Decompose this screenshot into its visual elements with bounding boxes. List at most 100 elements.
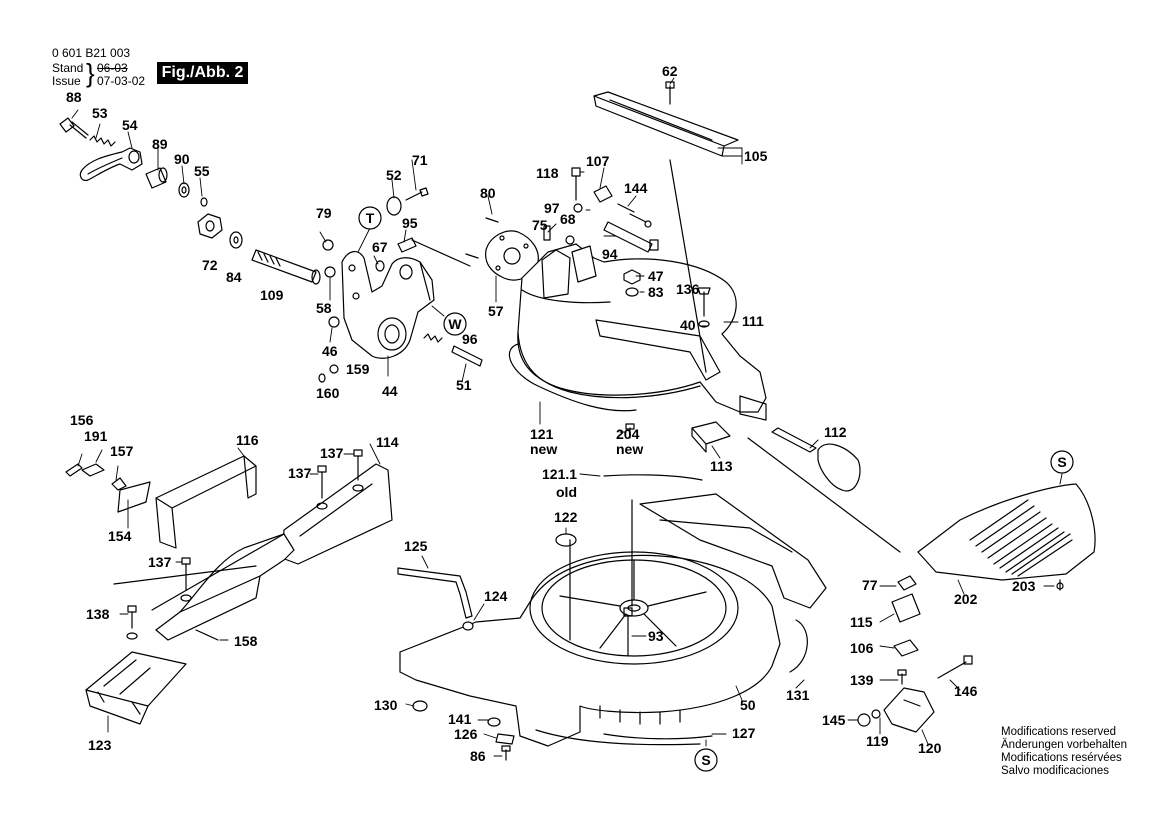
part-label: 72 [202, 257, 218, 273]
part-label: 146 [954, 683, 978, 699]
part-label: 52 [386, 167, 402, 183]
callout-label: S [1057, 454, 1066, 470]
part-label: 95 [402, 215, 418, 231]
part-label: 46 [322, 343, 338, 359]
part-label: 106 [850, 640, 874, 656]
part-label: 122 [554, 509, 578, 525]
part-label: 83 [648, 284, 664, 300]
part-label: 137 [320, 445, 344, 461]
notice-line: Änderungen vorbehalten [1001, 739, 1127, 751]
part-label: 89 [152, 136, 168, 152]
part-label: 96 [462, 331, 478, 347]
part-number: 0 601 B21 003 [52, 46, 131, 60]
part-label: 127 [732, 725, 756, 741]
part-label: 120 [918, 740, 942, 756]
part-label: 94 [602, 246, 618, 262]
issue-label: Issue [52, 74, 81, 88]
part-label: 50 [740, 697, 756, 713]
part-label: old [556, 484, 577, 500]
part-label: 67 [372, 239, 388, 255]
issue-date: 07-03-02 [97, 74, 146, 88]
part-label: 58 [316, 300, 332, 316]
part-label: 119 [866, 733, 889, 749]
part-label: 55 [194, 163, 210, 179]
part-label: new [530, 441, 557, 457]
part-label: 109 [260, 287, 284, 303]
part-label: 154 [108, 528, 132, 544]
brace-glyph: } [86, 58, 95, 88]
part-label: 93 [648, 628, 664, 644]
part-label: 121.1 [542, 466, 577, 482]
part-label: 145 [822, 712, 846, 728]
part-label: 105 [744, 148, 768, 164]
part-label: 137 [148, 554, 172, 570]
callout-label: W [448, 316, 462, 332]
callout-circle [358, 206, 382, 230]
stand-date: 06-03 [97, 61, 128, 75]
part-label: 51 [456, 377, 472, 393]
part-label: 115 [850, 614, 873, 630]
part-label: 144 [624, 180, 648, 196]
part-label: 68 [560, 211, 576, 227]
part-label: 203 [1012, 578, 1036, 594]
part-label: 97 [544, 200, 560, 216]
part-label: 123 [88, 737, 112, 753]
part-label: 62 [662, 63, 678, 79]
part-label: 57 [488, 303, 504, 319]
part-label: 204 [616, 426, 640, 442]
part-label: 131 [786, 687, 810, 703]
part-label: 159 [346, 361, 370, 377]
part-label: 139 [850, 672, 874, 688]
part-label: 137 [288, 465, 312, 481]
notice-line: Modifications reserved [1001, 726, 1117, 738]
part-label: 126 [454, 726, 478, 742]
part-label: 124 [484, 588, 508, 604]
part-label: 77 [862, 577, 878, 593]
part-label: 80 [480, 185, 496, 201]
figure-label: Fig./Abb. 2 [157, 62, 248, 84]
part-label: 53 [92, 105, 108, 121]
part-label: 54 [122, 117, 138, 133]
cover-slots [969, 499, 1073, 577]
callout-circle [694, 748, 718, 772]
part-label: 156 [70, 412, 94, 428]
part-label: 113 [710, 458, 733, 474]
stand-label: Stand [52, 61, 84, 75]
part-label: 75 [532, 217, 548, 233]
part-label: 40 [680, 317, 696, 333]
part-label: 202 [954, 591, 978, 607]
part-label: 47 [648, 268, 664, 284]
notice-line: Modifications resérvées [1001, 752, 1122, 764]
callout-label: T [366, 210, 375, 226]
modifications-notice: Modifications reserved Änderungen vorbeh… [1001, 726, 1127, 778]
part-label: 157 [110, 443, 134, 459]
part-label: new [616, 441, 643, 457]
callout-markers: T W S S [358, 206, 1074, 772]
callout-circle [443, 312, 467, 336]
part-label: 79 [316, 205, 332, 221]
part-label: 44 [382, 383, 398, 399]
part-label: 136 [676, 281, 700, 297]
part-label: 158 [234, 633, 258, 649]
part-label: 125 [404, 538, 428, 554]
part-label: 88 [66, 89, 82, 105]
leader-lines [71, 77, 1063, 757]
part-drawings [59, 81, 1096, 761]
notice-line: Salvo modificaciones [1001, 765, 1110, 777]
part-label: 90 [174, 151, 190, 167]
part-label: 138 [86, 606, 110, 622]
part-label: 111 [742, 313, 764, 329]
part-label: 114 [376, 434, 399, 450]
part-label: 84 [226, 269, 242, 285]
part-label: 141 [448, 711, 472, 727]
part-label: 112 [824, 424, 847, 440]
part-label: 86 [470, 748, 486, 764]
part-label: 191 [84, 428, 108, 444]
part-label: 71 [412, 152, 428, 168]
callout-circle [1050, 450, 1074, 474]
part-label: 116 [236, 432, 259, 448]
part-label: 107 [586, 153, 610, 169]
